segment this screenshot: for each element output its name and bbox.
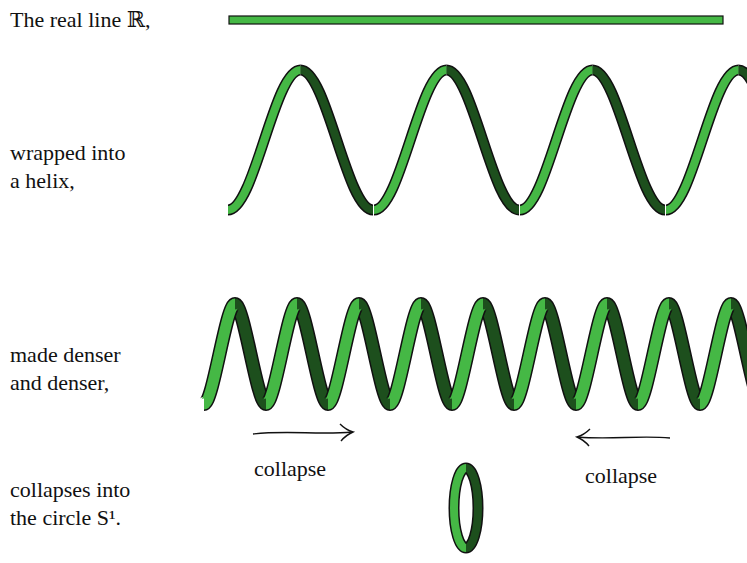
dense-helix-turn [452,304,514,404]
ring-back-outline [466,468,478,548]
dense-helix-turn [576,304,638,404]
helix-turn [374,70,519,210]
helix-turn [520,70,665,210]
label-slot: made denser and denser, [10,341,123,397]
dense-helix-turn [514,304,576,404]
label-slot: collapse [254,455,326,483]
dense-helix-turn [266,304,328,404]
dense-helix-turn [328,304,390,404]
dense-helix [204,304,747,404]
label-slot: collapse [585,462,657,490]
step-label: wrapped into a helix, [10,139,128,195]
real-line-bar [229,16,723,24]
ring-back [466,468,478,548]
label-slot: collapses into the circle S¹. [10,476,133,532]
step-label: made denser and denser, [10,341,123,397]
dense-helix-turn [204,304,266,404]
arrow-shaft [578,437,670,438]
dense-helix-turn [700,304,747,404]
label-slot: wrapped into a helix, [10,139,128,195]
ring-front [454,468,466,548]
arrow-label: collapse [585,462,657,490]
circle-ring [454,468,478,548]
arrow-head [340,424,353,441]
helix-turn [228,70,373,210]
arrow-label: collapse [254,455,326,483]
helix-turn [666,70,747,210]
step-label: The real line ℝ, [10,6,150,34]
label-slot: The real line ℝ, [10,6,150,34]
arrow-shaft [253,432,352,434]
ring-front-outline [454,468,466,548]
dense-helix-turn [638,304,700,404]
helix [228,70,747,210]
dense-helix-turn [390,304,452,404]
arrow-head [577,429,590,446]
step-label: collapses into the circle S¹. [10,476,133,532]
